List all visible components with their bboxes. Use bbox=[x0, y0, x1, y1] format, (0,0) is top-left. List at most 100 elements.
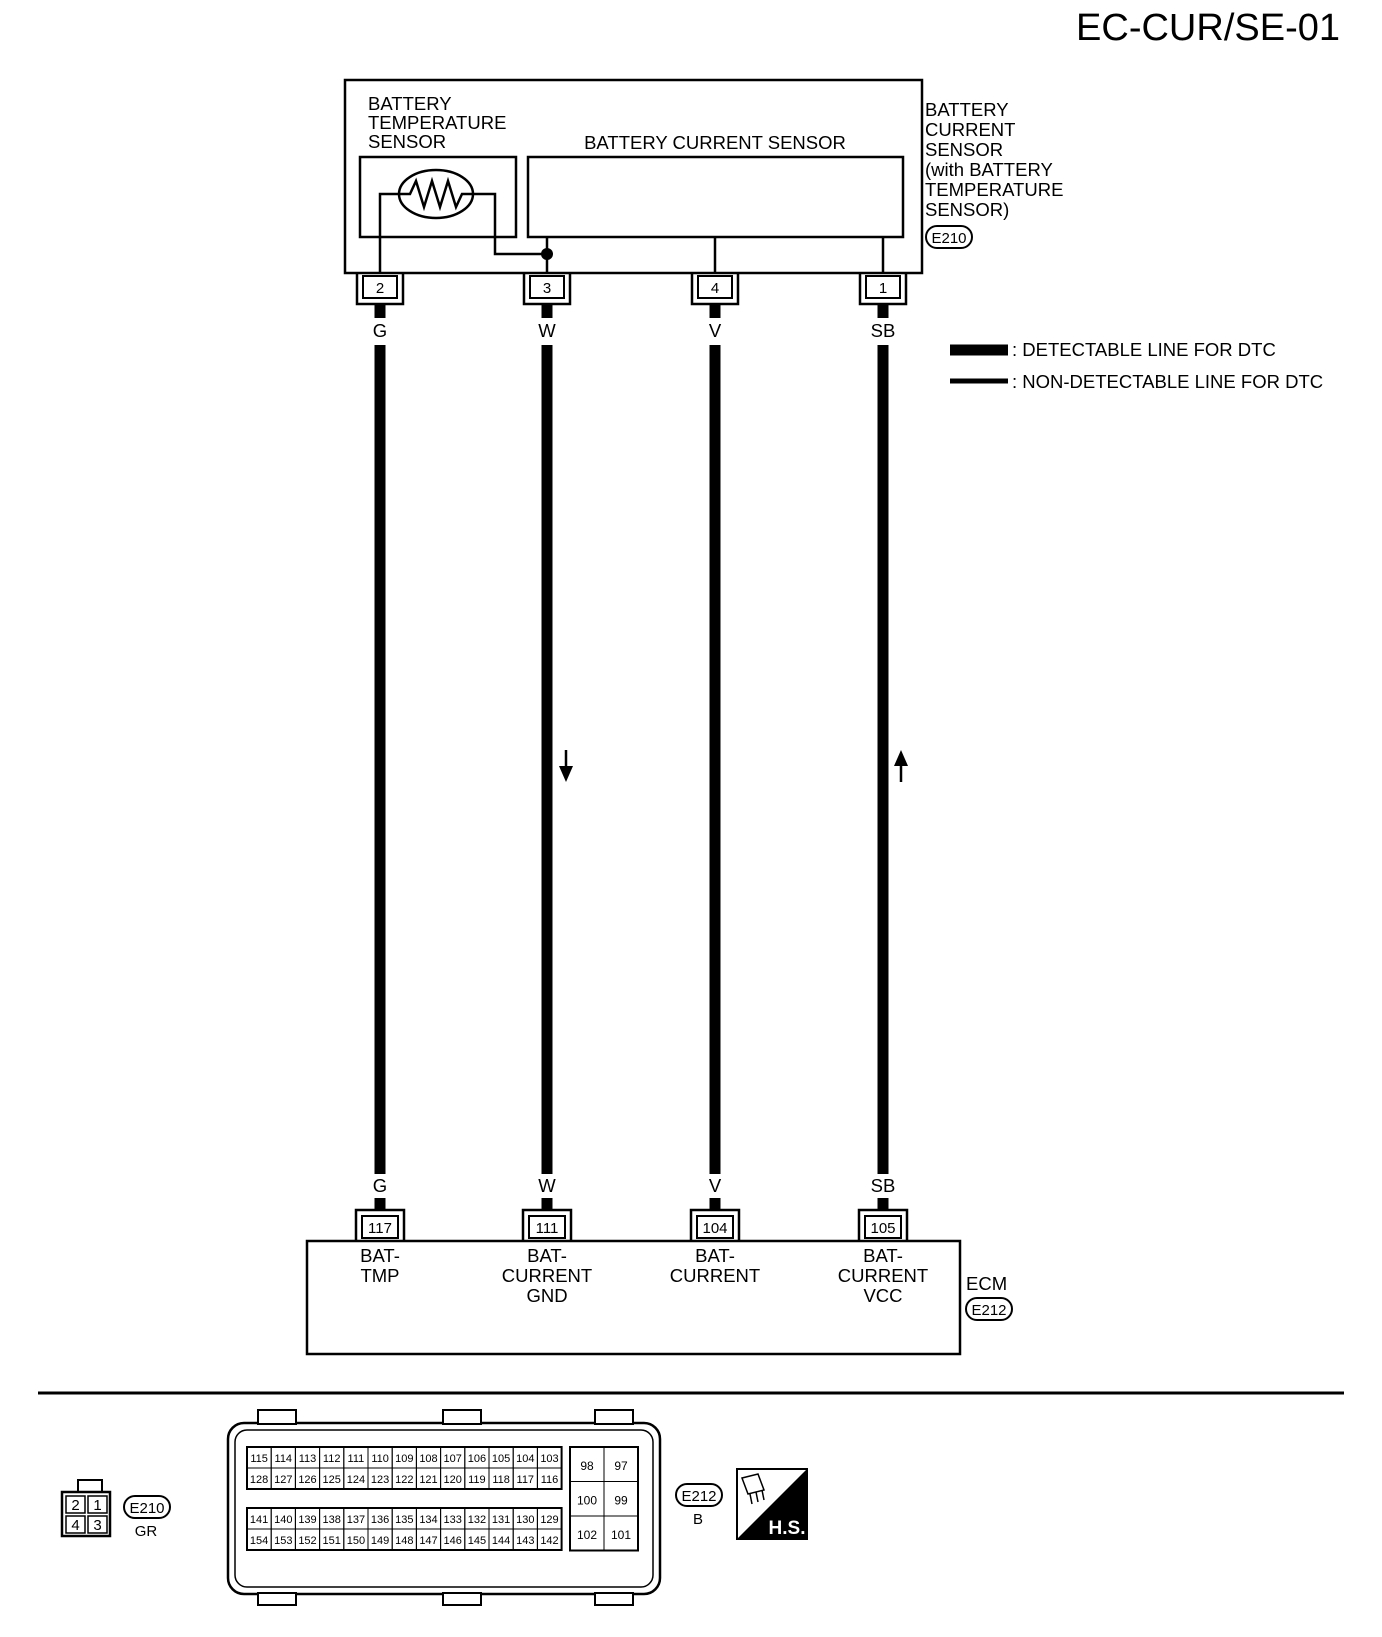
svg-text:4: 4 bbox=[711, 280, 719, 297]
e212-pin-label: 154 bbox=[250, 1535, 268, 1547]
wire-color-bottom-w: W bbox=[538, 1175, 556, 1196]
e212-pin-label: 152 bbox=[298, 1535, 316, 1547]
e212-pin-label: 126 bbox=[298, 1474, 316, 1486]
e212-pin-label: 127 bbox=[274, 1474, 292, 1486]
ecm-pin-104-label-1: BAT- bbox=[695, 1245, 735, 1266]
e212-pin-label: 108 bbox=[419, 1453, 437, 1465]
svg-text:117: 117 bbox=[368, 1220, 392, 1237]
component-label-2: CURRENT bbox=[925, 119, 1015, 140]
harness-side-icon: H.S. bbox=[736, 1468, 808, 1540]
ecm-pin-105: 105 bbox=[857, 1208, 909, 1241]
e212-pin-label: 142 bbox=[540, 1535, 558, 1547]
ecm-pin-105-label-3: VCC bbox=[863, 1285, 902, 1306]
wire-color-top-g: G bbox=[373, 320, 387, 341]
ecm-pin-117-label-1: BAT- bbox=[360, 1245, 400, 1266]
e212-pin-label: 116 bbox=[541, 1474, 559, 1486]
e212-pin-label: 122 bbox=[395, 1474, 413, 1486]
component-label-4: (with BATTERY bbox=[925, 159, 1053, 180]
sensor-pin-4: 4 bbox=[690, 273, 740, 306]
e212-pin-label: 135 bbox=[395, 1514, 413, 1526]
e212-pin-label: 115 bbox=[250, 1453, 268, 1465]
ecm-label: ECM bbox=[966, 1273, 1007, 1294]
sensor-outer-box bbox=[343, 78, 924, 275]
e212-side-pin-label: 98 bbox=[580, 1459, 594, 1473]
arrow-up-icon bbox=[894, 750, 908, 782]
hs-symbol-text: H.S. bbox=[769, 1518, 806, 1539]
e212-pin-label: 145 bbox=[468, 1535, 486, 1547]
e210-pin-1: 1 bbox=[93, 1497, 101, 1514]
svg-text:1: 1 bbox=[879, 280, 887, 297]
e212-pin-label: 143 bbox=[516, 1535, 534, 1547]
wire-color-top-w: W bbox=[538, 320, 556, 341]
e212-side-pin-label: 100 bbox=[577, 1494, 597, 1508]
sensor-pin-3: 3 bbox=[522, 273, 572, 306]
e212-pin-label: 129 bbox=[540, 1514, 558, 1526]
svg-text:E210: E210 bbox=[931, 230, 966, 247]
wire-color-bottom-v: V bbox=[709, 1175, 722, 1196]
e212-pin-label: 147 bbox=[419, 1535, 437, 1547]
diagram-id: EC-CUR/SE-01 bbox=[1076, 7, 1340, 49]
e212-pin-label: 132 bbox=[468, 1514, 486, 1526]
e212-pin-label: 149 bbox=[371, 1535, 389, 1547]
arrow-down-icon bbox=[559, 750, 573, 782]
e212-pin-label: 141 bbox=[250, 1514, 268, 1526]
e212-pin-label: 120 bbox=[444, 1474, 462, 1486]
e212-connector-color: B bbox=[693, 1511, 703, 1528]
battery-current-sensor-component: BATTERY TEMPERATURE SENSOR BATTERY CURRE… bbox=[343, 78, 1063, 275]
e212-pin-label: 109 bbox=[395, 1453, 413, 1465]
e212-side-pin-label: 99 bbox=[614, 1494, 628, 1508]
svg-text:111: 111 bbox=[536, 1220, 559, 1237]
e212-pin-label: 123 bbox=[371, 1474, 389, 1486]
ecm-pin-117-label-2: TMP bbox=[360, 1265, 399, 1286]
e212-pin-label: 144 bbox=[492, 1535, 510, 1547]
e212-pin-label: 148 bbox=[395, 1535, 413, 1547]
current-sensor-label: BATTERY CURRENT SENSOR bbox=[584, 132, 846, 153]
e212-connector-id: E212 bbox=[681, 1488, 716, 1505]
component-label-5: TEMPERATURE bbox=[925, 179, 1063, 200]
e212-pin-label: 131 bbox=[492, 1514, 510, 1526]
ecm-component: BAT- TMP BAT- CURRENT GND BAT- CURRENT B… bbox=[305, 1239, 1013, 1356]
e212-pin-label: 114 bbox=[275, 1453, 293, 1465]
legend-non-detectable-label: : NON-DETECTABLE LINE FOR DTC bbox=[1012, 371, 1323, 392]
component-label-6: SENSOR) bbox=[925, 199, 1009, 220]
ecm-box bbox=[305, 1239, 962, 1356]
e210-pin-3: 3 bbox=[93, 1517, 101, 1534]
ecm-connector-pins: 117 111 104 105 bbox=[354, 1208, 909, 1241]
e212-pin-label: 137 bbox=[347, 1514, 365, 1526]
temp-sensor-wire-right bbox=[473, 192, 547, 256]
e212-pin-label: 151 bbox=[323, 1535, 341, 1547]
legend: : DETECTABLE LINE FOR DTC : NON-DETECTAB… bbox=[950, 339, 1323, 392]
temp-sensor-box bbox=[358, 155, 518, 239]
e212-side-pin-cell bbox=[603, 1515, 639, 1551]
e212-pin-label: 113 bbox=[299, 1453, 317, 1465]
sensor-pin-2: 2 bbox=[355, 273, 405, 306]
junction-dot bbox=[541, 248, 553, 260]
sensor-pin-1: 1 bbox=[858, 273, 908, 306]
ecm-pin-111: 111 bbox=[521, 1208, 573, 1241]
wire-color-top-sb: SB bbox=[871, 320, 896, 341]
e212-pin-label: 124 bbox=[347, 1474, 365, 1486]
e212-side-pin-label: 102 bbox=[577, 1528, 597, 1542]
e212-pin-label: 128 bbox=[250, 1474, 268, 1486]
e212-pin-label: 121 bbox=[419, 1474, 437, 1486]
e212-pin-label: 130 bbox=[516, 1514, 534, 1526]
thermistor-icon bbox=[397, 168, 475, 220]
e212-pin-label: 125 bbox=[323, 1474, 341, 1486]
ecm-connector-tag: E212 bbox=[965, 1297, 1013, 1321]
svg-text:105: 105 bbox=[870, 1220, 895, 1237]
e212-pin-label: 153 bbox=[274, 1535, 292, 1547]
wire-color-bottom-sb: SB bbox=[871, 1175, 896, 1196]
wire-stubs bbox=[374, 304, 889, 1210]
e210-pin-2: 2 bbox=[71, 1497, 79, 1514]
ecm-pin-117: 117 bbox=[354, 1208, 406, 1241]
e212-side-pin-label: 101 bbox=[611, 1528, 631, 1542]
svg-text:2: 2 bbox=[376, 280, 384, 297]
current-sensor-box bbox=[526, 155, 905, 239]
wire-color-bottom-g: G bbox=[373, 1175, 387, 1196]
e212-pin-label: 136 bbox=[371, 1514, 389, 1526]
temp-sensor-label-3: SENSOR bbox=[368, 131, 446, 152]
e212-pin-label: 111 bbox=[348, 1453, 365, 1465]
legend-detectable-label: : DETECTABLE LINE FOR DTC bbox=[1012, 339, 1276, 360]
e212-pin-label: 140 bbox=[274, 1514, 292, 1526]
